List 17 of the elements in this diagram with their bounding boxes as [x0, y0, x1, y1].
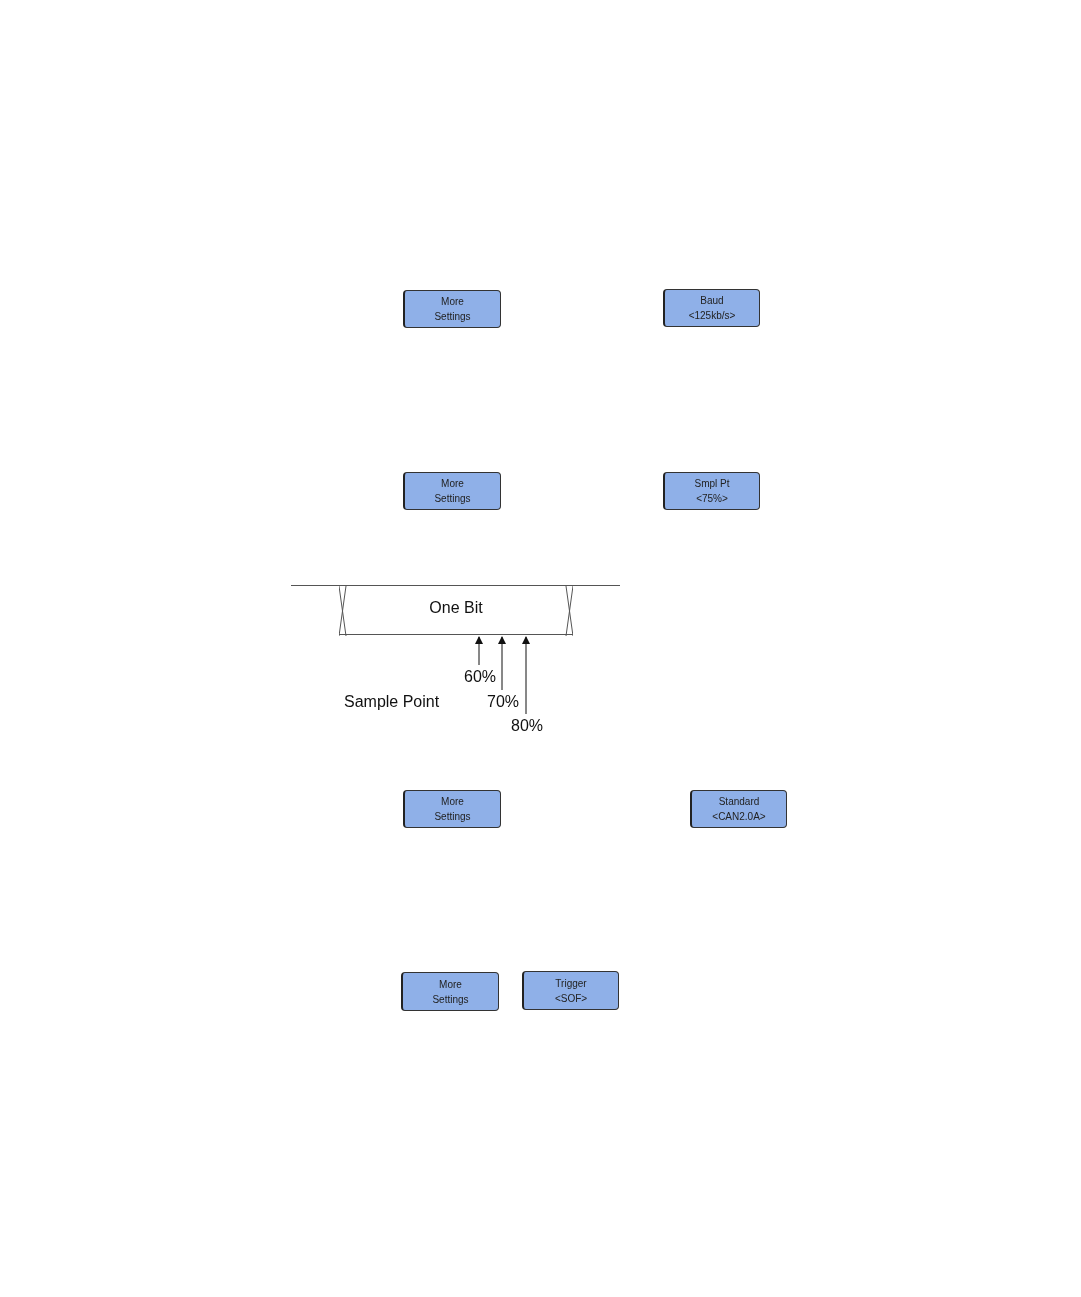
softkey-button: More Settings: [403, 290, 501, 328]
softkey-button: Standard <CAN2.0A>: [690, 790, 787, 828]
arrow: [475, 636, 483, 666]
arrow: [498, 636, 506, 691]
percentage-label: 80%: [511, 717, 541, 735]
softkey-button: More Settings: [403, 472, 501, 510]
softkey-button: Smpl Pt <75%>: [663, 472, 760, 510]
softkey-button: More Settings: [401, 972, 499, 1011]
percentage-label: 70%: [487, 693, 517, 711]
percentage-label: 60%: [464, 668, 494, 686]
bit-label: One Bit: [429, 599, 483, 617]
bit-cell: [339, 585, 573, 635]
arrow: [522, 636, 530, 715]
softkey-button: Trigger <SOF>: [522, 971, 619, 1010]
axis-caption: Sample Point: [344, 693, 440, 711]
softkey-button: Baud <125kb/s>: [663, 289, 760, 327]
softkey-button: More Settings: [403, 790, 501, 828]
